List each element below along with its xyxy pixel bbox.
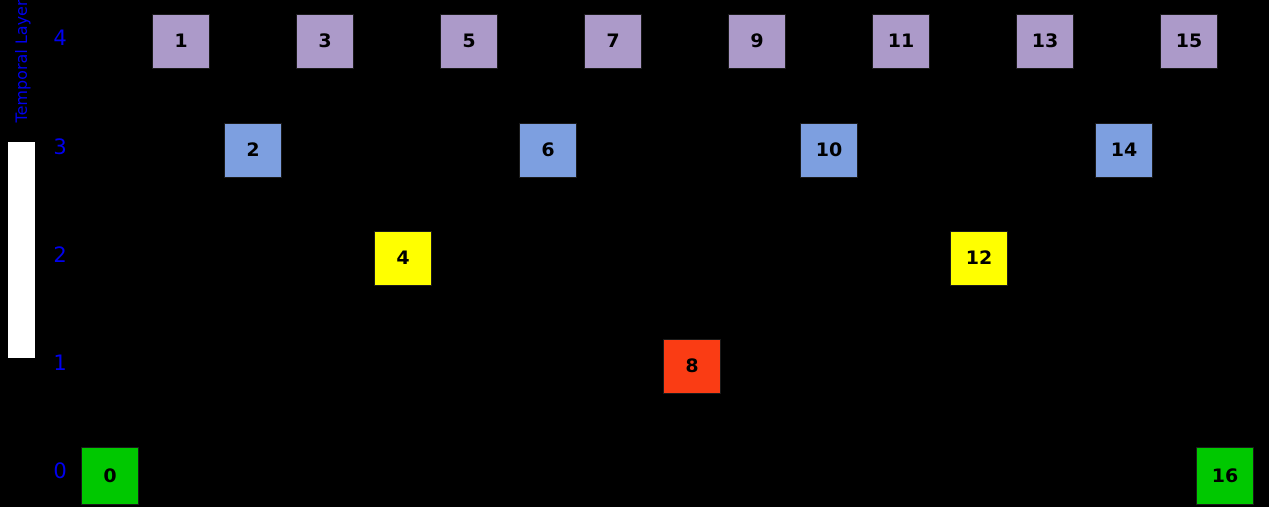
frame-node-5[interactable]: 5 <box>440 14 498 69</box>
y-axis-tick-2: 2 <box>53 243 67 267</box>
y-axis-title: Temporal Layer <box>12 0 31 123</box>
frame-node-14[interactable]: 14 <box>1095 123 1153 178</box>
y-axis-tick-0: 0 <box>53 459 67 483</box>
y-axis-tick-4: 4 <box>53 26 67 50</box>
frame-node-6[interactable]: 6 <box>519 123 577 178</box>
frame-node-8[interactable]: 8 <box>663 339 721 394</box>
frame-node-11[interactable]: 11 <box>872 14 930 69</box>
frame-node-1[interactable]: 1 <box>152 14 210 69</box>
frame-node-16[interactable]: 16 <box>1196 447 1254 505</box>
frame-node-7[interactable]: 7 <box>584 14 642 69</box>
frame-node-4[interactable]: 4 <box>374 231 432 286</box>
y-axis-tick-3: 3 <box>53 135 67 159</box>
y-axis-title-plate <box>8 142 35 358</box>
frame-node-12[interactable]: 12 <box>950 231 1008 286</box>
frame-node-10[interactable]: 10 <box>800 123 858 178</box>
y-axis-tick-1: 1 <box>53 351 67 375</box>
frame-node-2[interactable]: 2 <box>224 123 282 178</box>
frame-node-0[interactable]: 0 <box>81 447 139 505</box>
frame-node-13[interactable]: 13 <box>1016 14 1074 69</box>
frame-node-3[interactable]: 3 <box>296 14 354 69</box>
frame-node-15[interactable]: 15 <box>1160 14 1218 69</box>
frame-node-9[interactable]: 9 <box>728 14 786 69</box>
